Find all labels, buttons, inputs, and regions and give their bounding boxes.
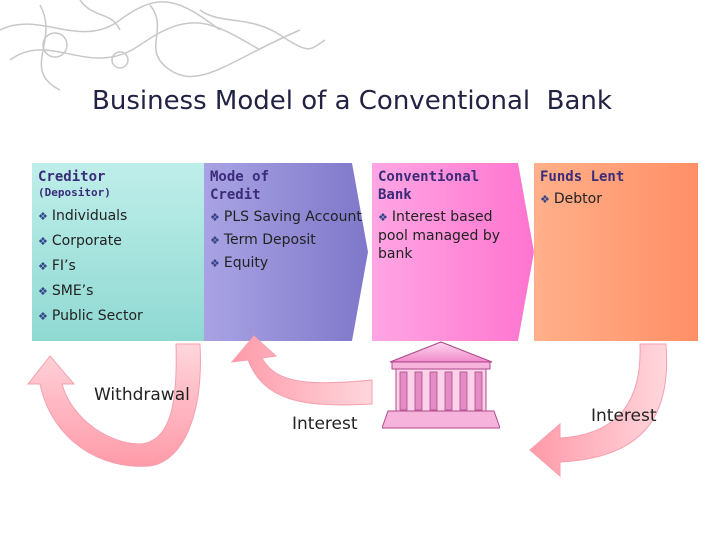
funds-lent-panel: Funds Lent ❖Debtor	[534, 163, 698, 341]
diamond-bullet-icon: ❖	[210, 234, 220, 247]
withdrawal-arrow	[26, 343, 201, 467]
diamond-bullet-icon: ❖	[210, 257, 220, 270]
interest-to-creditor-arrow	[230, 335, 373, 406]
diamond-bullet-icon: ❖	[38, 235, 48, 248]
interest-from-debtor-label: Interest	[591, 406, 657, 426]
diamond-bullet-icon: ❖	[38, 210, 48, 223]
list-item: ❖Interest based pool managed by bank	[378, 209, 501, 262]
slide-title: Business Model of a Conventional Bank	[92, 86, 612, 116]
interest-to-creditor-label: Interest	[292, 414, 358, 434]
list-item: ❖Equity	[210, 255, 269, 271]
mode-of-credit-list: ❖PLS Saving Account ❖Term Deposit ❖Equit…	[210, 208, 362, 273]
diamond-bullet-icon: ❖	[378, 211, 388, 224]
conventional-bank-panel: Conventional Bank ❖Interest based pool m…	[372, 163, 534, 341]
interest-from-debtor-arrow	[529, 343, 668, 478]
funds-lent-list: ❖Debtor	[540, 190, 692, 209]
diamond-bullet-icon: ❖	[38, 260, 48, 273]
decorative-swirl-ornament	[0, 0, 326, 91]
mode-of-credit-heading: Mode of Credit	[210, 169, 270, 203]
diamond-bullet-icon: ❖	[38, 310, 48, 323]
list-item: ❖PLS Saving Account	[210, 209, 362, 225]
funds-lent-heading: Funds Lent	[540, 169, 625, 185]
diamond-bullet-icon: ❖	[540, 193, 550, 206]
chevron-arrow-shape	[204, 163, 368, 341]
diamond-bullet-icon: ❖	[38, 285, 48, 298]
chevron-arrow-shape	[372, 163, 534, 341]
list-item: ❖Public Sector	[38, 308, 143, 324]
list-item: ❖Individuals	[38, 208, 128, 224]
creditor-list: ❖Individuals ❖Corporate ❖FI’s ❖SME’s ❖Pu…	[38, 204, 198, 329]
bank-building-icon	[382, 341, 500, 429]
creditor-panel: Creditor (Depositor) ❖Individuals ❖Corpo…	[32, 163, 204, 341]
conventional-bank-heading: Conventional Bank	[378, 169, 480, 203]
creditor-heading: Creditor	[38, 169, 106, 185]
list-item: ❖Corporate	[38, 233, 122, 249]
list-item: ❖Term Deposit	[210, 232, 316, 248]
mode-of-credit-panel: Mode of Credit ❖PLS Saving Account ❖Term…	[204, 163, 368, 341]
list-item: ❖FI’s	[38, 258, 76, 274]
conventional-bank-list: ❖Interest based pool managed by bank	[378, 208, 516, 263]
list-item: ❖SME’s	[38, 283, 94, 299]
creditor-subheading: (Depositor)	[38, 186, 111, 199]
list-item: ❖Debtor	[540, 191, 602, 207]
withdrawal-label: Withdrawal	[94, 385, 190, 405]
diamond-bullet-icon: ❖	[210, 211, 220, 224]
